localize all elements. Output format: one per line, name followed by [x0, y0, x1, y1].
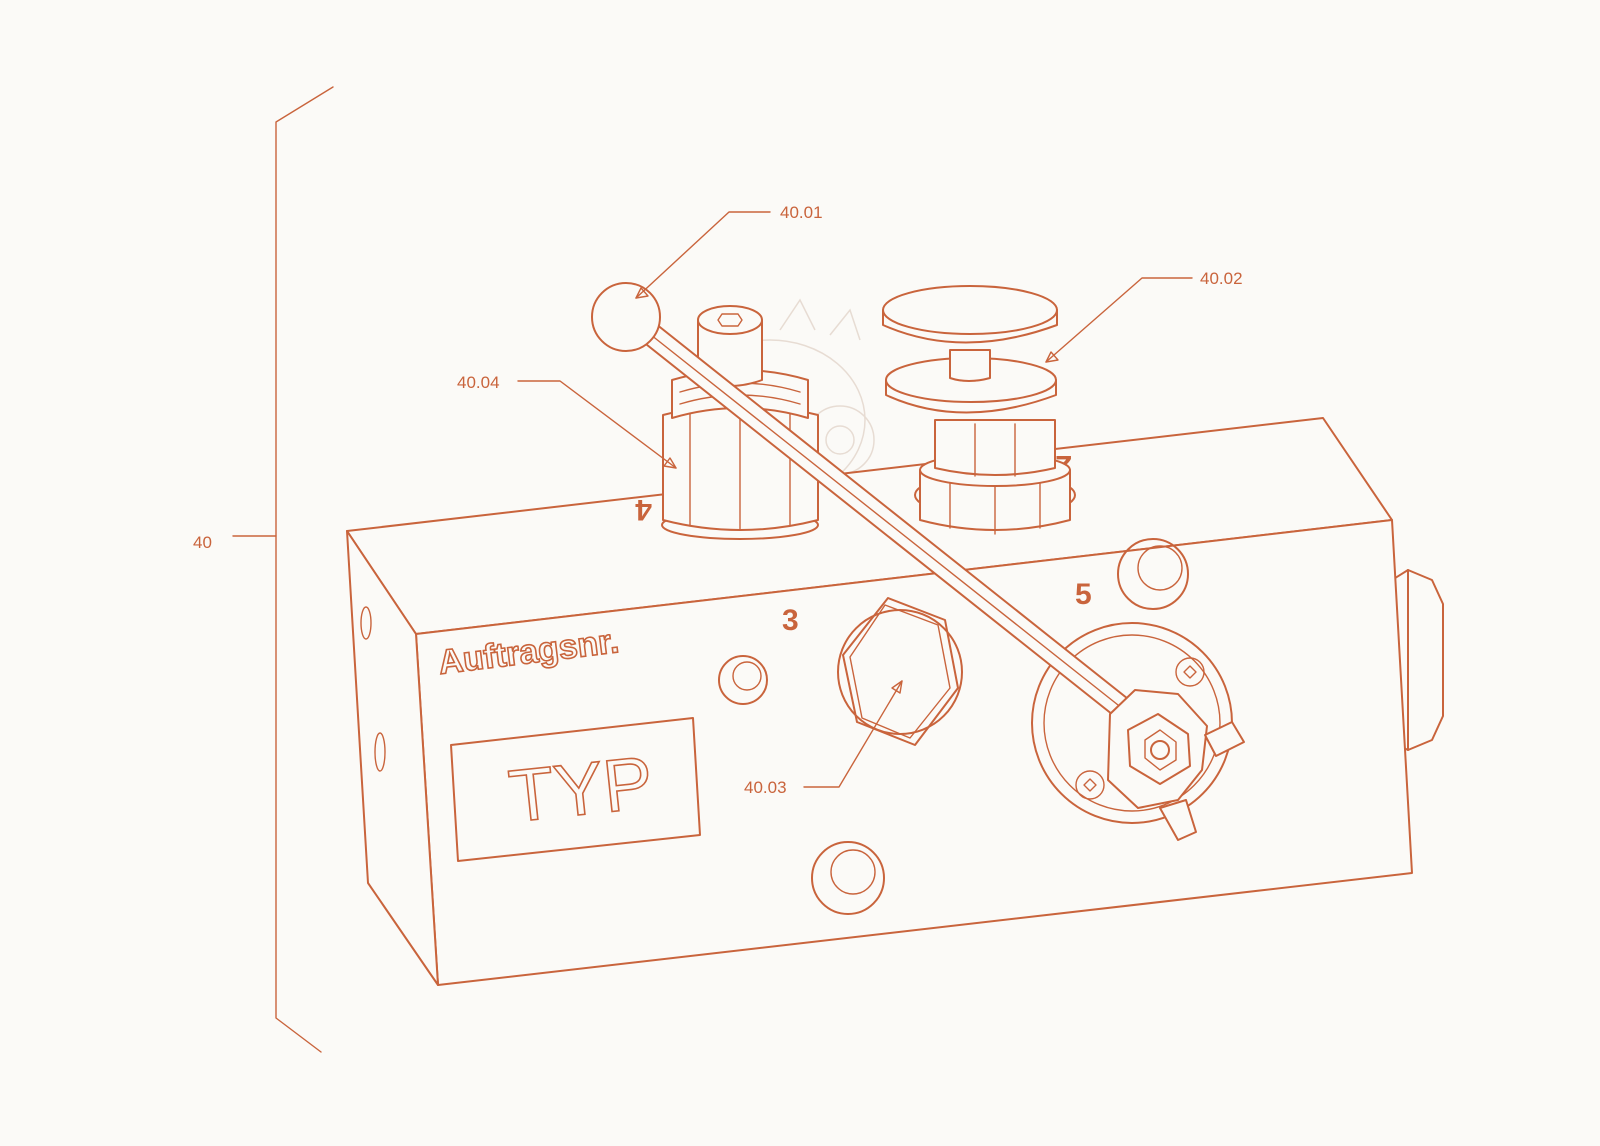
type-plate: TYP	[450, 717, 701, 862]
lever-hub	[1107, 689, 1245, 841]
callout-label-40-03: 40.03	[744, 778, 787, 797]
callout-40-02: 40.02	[1045, 269, 1243, 363]
callout-40-01: 40.01	[635, 203, 823, 299]
port-label-5: 5	[1075, 578, 1092, 611]
callout-label-40-01: 40.01	[780, 203, 823, 222]
port-label-4: 4	[635, 493, 652, 526]
block-face-details	[718, 538, 1189, 915]
callout-40-03: 40.03	[744, 680, 903, 797]
assembly-label: 40	[193, 533, 212, 552]
callout-label-40-04: 40.04	[457, 373, 500, 392]
callout-40-04: 40.04	[457, 373, 677, 469]
side-fitting	[1391, 569, 1444, 751]
assembly-bracket: 40	[193, 86, 334, 1053]
port-label-3: 3	[782, 604, 799, 637]
hex-plug	[837, 597, 963, 746]
type-label: TYP	[505, 740, 657, 838]
push-button-valve	[882, 285, 1071, 535]
callout-label-40-02: 40.02	[1200, 269, 1243, 288]
